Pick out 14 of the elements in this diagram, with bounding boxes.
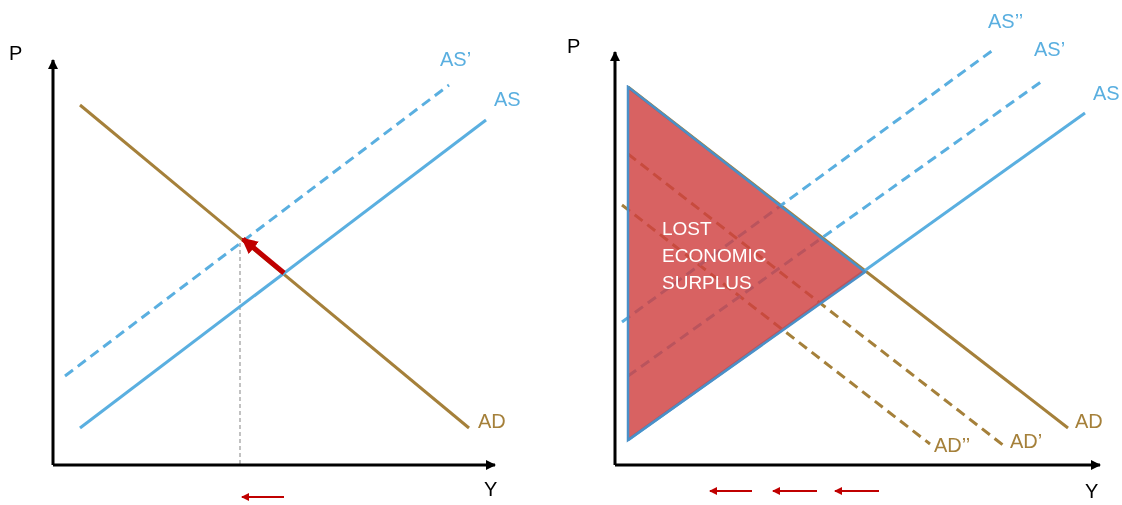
curve-label: AS’ — [1034, 38, 1066, 60]
curve-label: AS’ — [440, 48, 472, 70]
curve-label: AS — [494, 88, 521, 110]
curve-label: AD’’ — [934, 434, 971, 456]
axis-label: Y — [1085, 480, 1099, 502]
curve-label: AS’’ — [988, 10, 1024, 32]
curve-label: AD’ — [1010, 430, 1043, 452]
curve-label: AD — [478, 410, 506, 432]
area-label: LOST ECONOMIC SURPLUS — [662, 217, 768, 295]
axis-label: P — [9, 42, 23, 64]
axis-label: Y — [484, 478, 498, 500]
curve-label: AS — [1093, 82, 1120, 104]
curve-label: AD — [1075, 410, 1103, 432]
axis-label: P — [567, 35, 581, 57]
